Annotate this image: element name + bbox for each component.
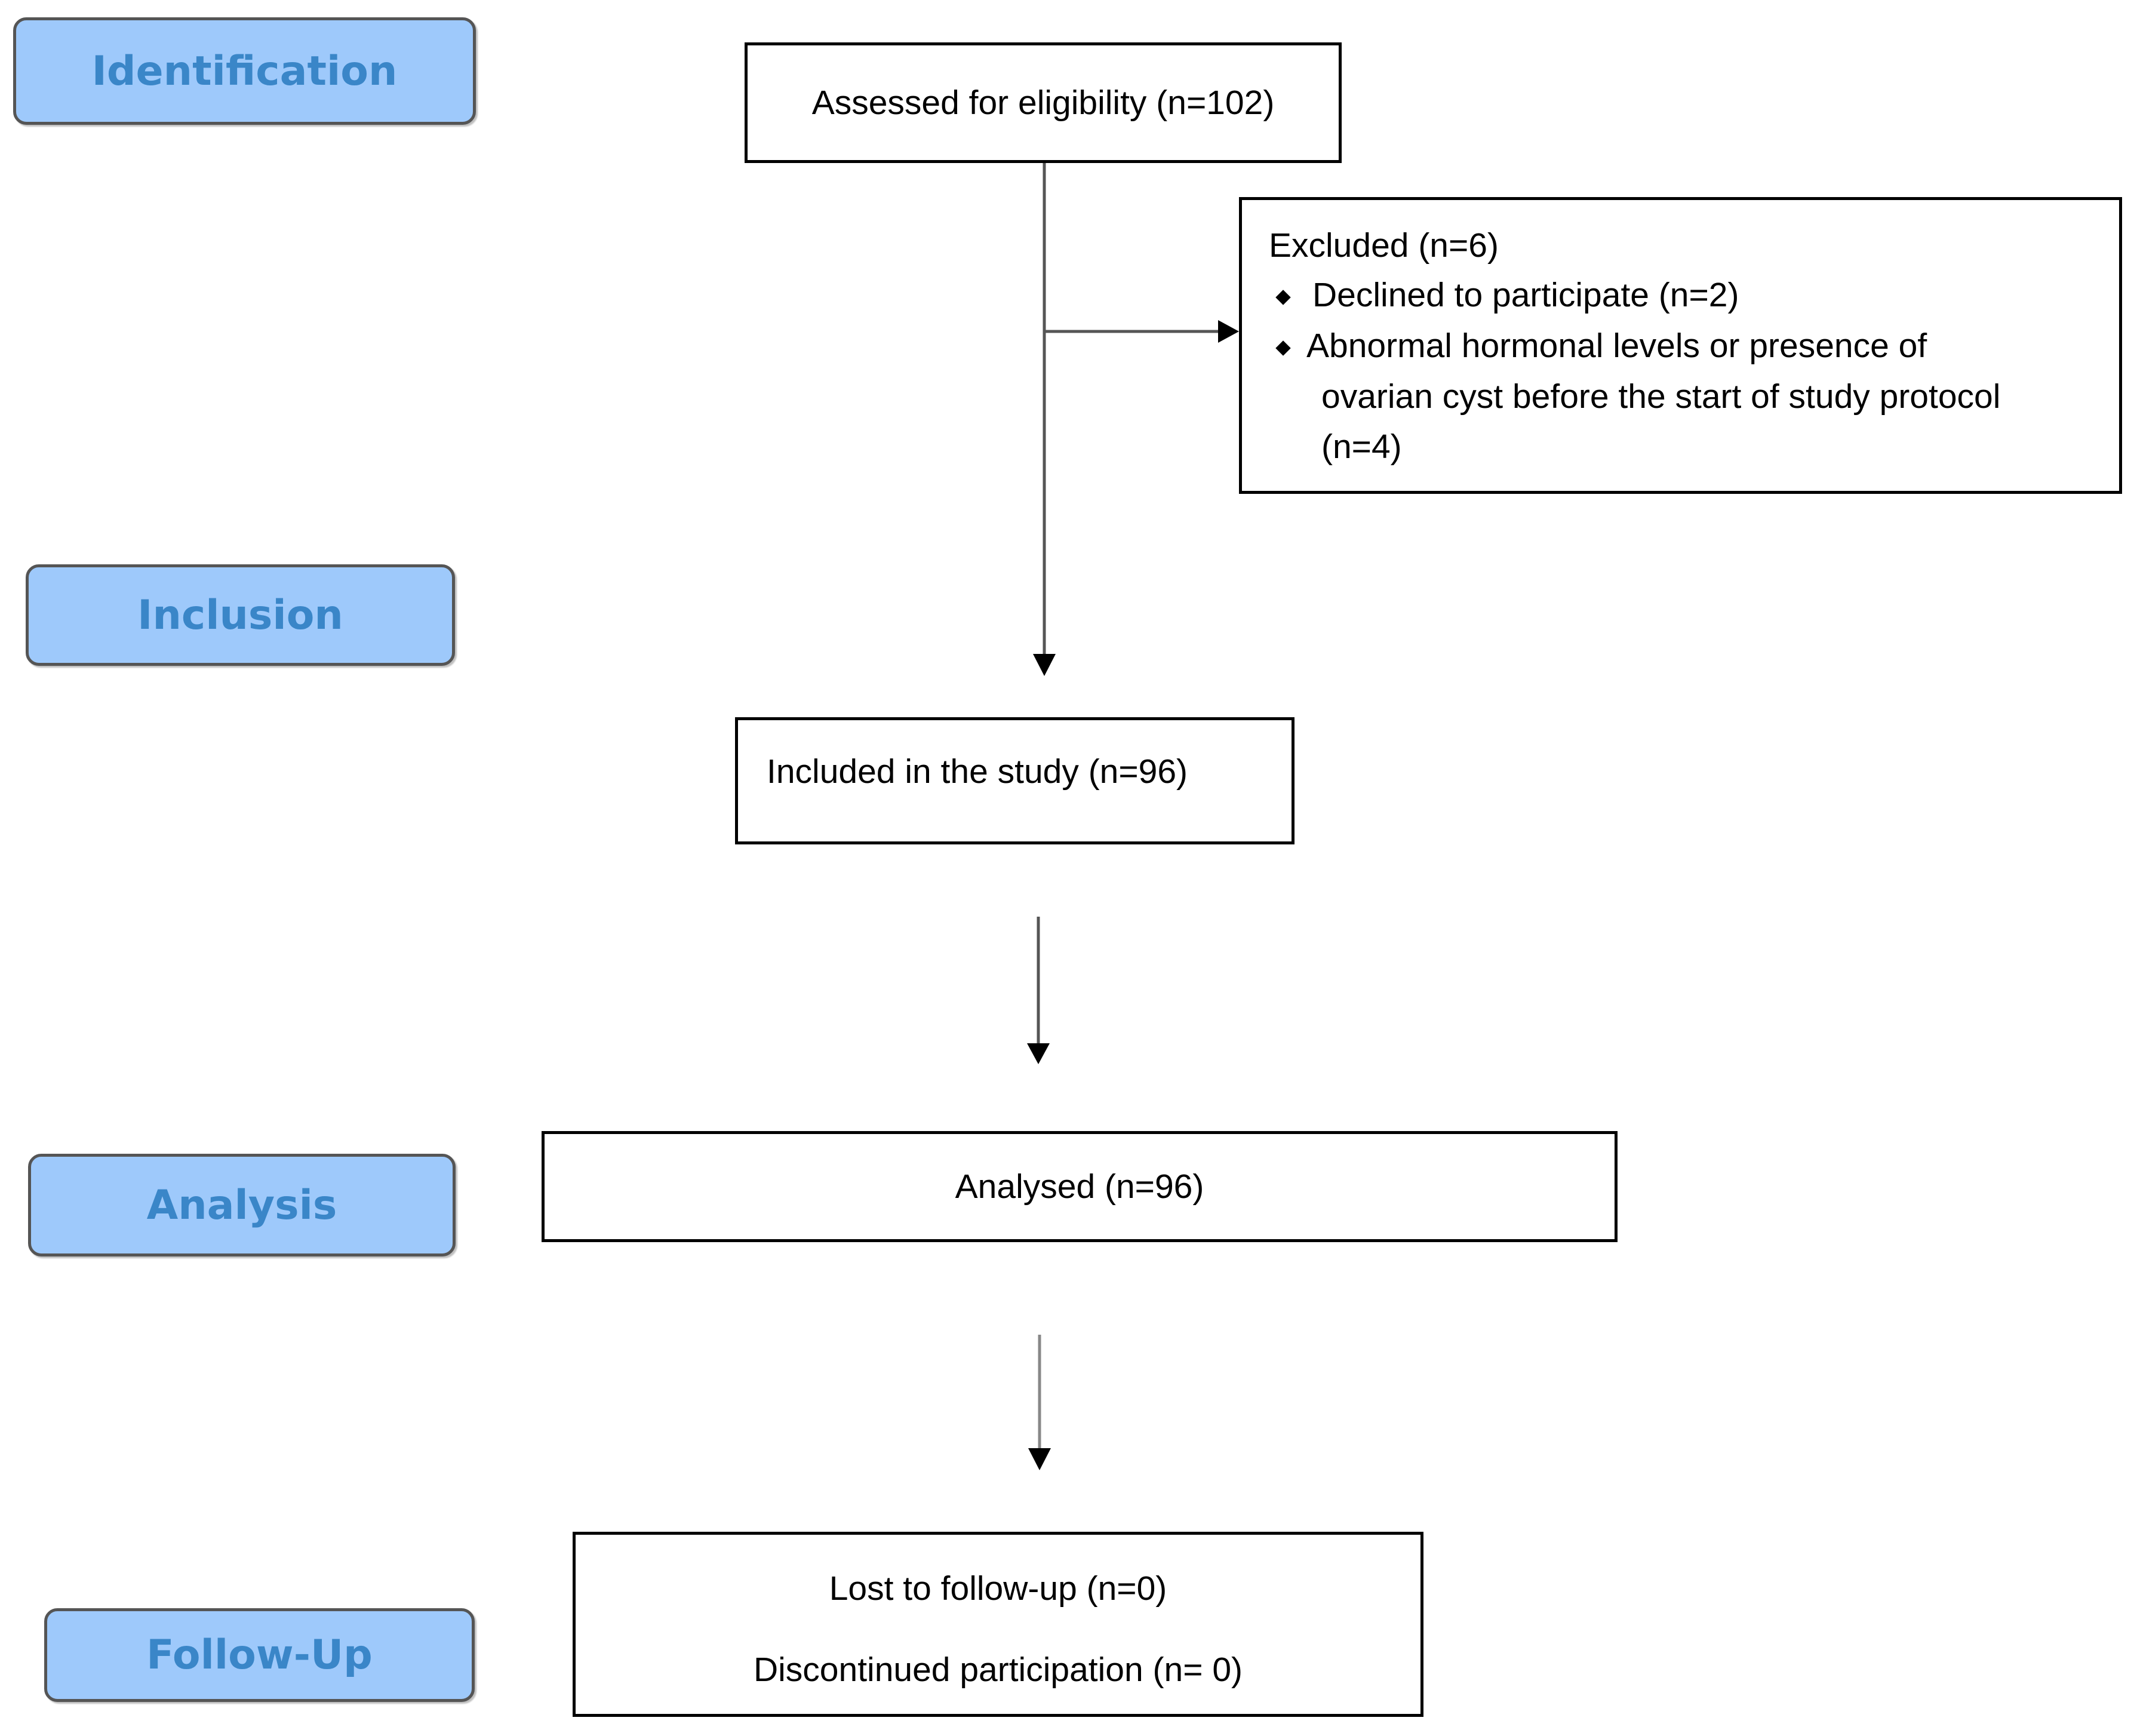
arrowhead-icon <box>1033 654 1056 676</box>
arrowhead-icon <box>1027 1043 1050 1064</box>
arrowhead-icon <box>1218 320 1239 343</box>
excluded-item-abnormal-line2: ovarian cyst before the start of study p… <box>1321 377 2001 416</box>
stage-follow-up: Follow-Up <box>44 1608 475 1702</box>
arrowhead-icon <box>1028 1448 1051 1470</box>
excluded-item-abnormal-line3: (n=4) <box>1321 428 1402 466</box>
excluded-item-declined-text: Declined to participate (n=2) <box>1312 276 1739 314</box>
stage-identification-label: Identification <box>91 47 398 95</box>
analysed-box: Analysed (n=96) <box>542 1131 1618 1242</box>
stage-identification: Identification <box>13 17 476 125</box>
assessed-box: Assessed for eligibility (n=102) <box>745 42 1342 163</box>
excluded-box: Excluded (n=6) Declined to participate (… <box>1239 197 2122 494</box>
discontinued-text: Discontinued participation (n= 0) <box>753 1651 1243 1689</box>
included-text: Included in the study (n=96) <box>767 752 1188 791</box>
stage-inclusion: Inclusion <box>26 564 455 666</box>
stage-analysis-label: Analysis <box>146 1181 337 1229</box>
assessed-text: Assessed for eligibility (n=102) <box>811 84 1275 122</box>
stage-inclusion-label: Inclusion <box>137 591 343 639</box>
analysed-text: Analysed (n=96) <box>955 1167 1204 1206</box>
excluded-item-abnormal-line1: Abnormal hormonal levels or presence of <box>1306 327 1927 365</box>
excluded-title: Excluded (n=6) <box>1269 226 1499 265</box>
lost-to-followup-text: Lost to follow-up (n=0) <box>829 1569 1167 1608</box>
excluded-item-declined: Declined to participate (n=2) <box>1275 275 2054 317</box>
followup-box: Lost to follow-up (n=0) Discontinued par… <box>573 1532 1423 1717</box>
excluded-item-abnormal: Abnormal hormonal levels or presence of … <box>1275 326 2108 475</box>
included-box: Included in the study (n=96) <box>735 717 1295 844</box>
stage-follow-up-label: Follow-Up <box>146 1631 373 1679</box>
stage-analysis: Analysis <box>28 1154 456 1256</box>
